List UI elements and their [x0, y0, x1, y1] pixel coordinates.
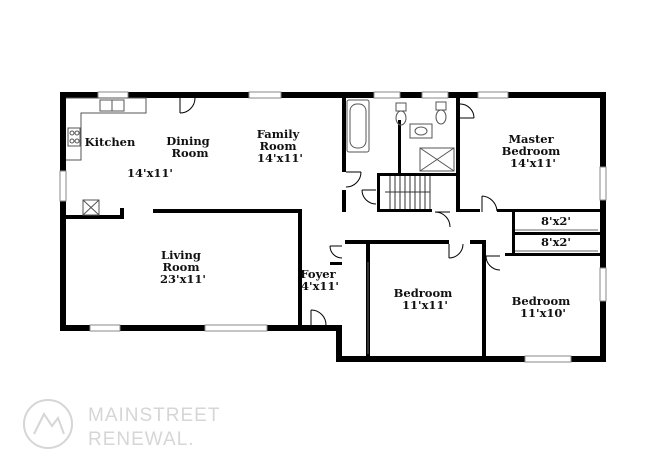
wall-foyer-step [336, 325, 342, 362]
window-bath-top [373, 91, 401, 99]
wall-bed2-top-right [470, 240, 486, 244]
wall-left [60, 92, 66, 331]
toilet-2 [435, 101, 447, 125]
watermark-logo-icon [23, 399, 73, 449]
family-dimensions: 14'x11' [257, 151, 303, 165]
master-dimensions: 14'x11' [510, 156, 556, 170]
door-front [310, 309, 327, 326]
wall-bath-right [456, 98, 460, 212]
room-labels: Kitchen Dining Room 14'x11' Family Room … [85, 127, 575, 320]
window-kitchen-left [59, 170, 67, 202]
window-living-bottom1 [89, 324, 121, 332]
label-closet-2: 8'x2' [541, 235, 571, 249]
wall-closet-bottom [505, 253, 600, 256]
window-bed3-right [599, 267, 607, 302]
living-dimensions: 23'x11' [160, 272, 206, 286]
kitchen-title: Kitchen [85, 135, 136, 149]
wall-kitchen-stub [120, 208, 124, 219]
family-title: Family [257, 127, 300, 141]
refrigerator [82, 199, 100, 216]
wall-top [60, 92, 606, 98]
fixtures [66, 97, 455, 216]
window-family-top [248, 91, 282, 99]
wall-closet-divider [512, 232, 600, 235]
wall-bath-divider [398, 120, 401, 173]
wall-bath-left-lower [342, 190, 346, 212]
wall-bath-left [342, 98, 346, 172]
wall-stair-left [377, 173, 380, 212]
sink-1 [409, 123, 433, 139]
watermark: MAINSTREET RENEWAL. [23, 399, 220, 450]
closet-1-dimensions: 8'x2' [541, 214, 571, 228]
label-foyer: Foyer 4'x11' [300, 267, 339, 293]
wall-bottom-right [338, 356, 606, 362]
door-dining-exterior [179, 97, 196, 114]
bedroom-3-title: Bedroom [512, 294, 571, 308]
window-master-right [599, 166, 607, 201]
door-bedroom3 [485, 255, 501, 271]
bedroom-2-title: Bedroom [394, 286, 453, 300]
doors [179, 97, 598, 354]
bedroom-2-dimensions: 11'x11' [402, 298, 448, 312]
exterior-walls [60, 92, 606, 362]
wall-right [600, 92, 606, 362]
foyer-dimensions: 4'x11' [301, 279, 339, 293]
watermark-line-2: RENEWAL. [88, 429, 195, 450]
door-foyer-closet [329, 245, 343, 259]
bedroom-3-dimensions: 11'x10' [520, 306, 566, 320]
wall-stair-bottom [377, 209, 432, 212]
window-kitchen-top [97, 91, 129, 99]
closet-sliders [367, 229, 598, 354]
master-subtitle: Bedroom [502, 144, 561, 158]
door-stair [361, 189, 377, 205]
dining-title: Dining [166, 134, 209, 148]
wall-kitchen-living [66, 215, 124, 219]
wall-foyer-closet [330, 262, 342, 265]
bathtub [346, 99, 370, 153]
window-living-bottom2 [204, 324, 268, 332]
wall-living-foyer [298, 209, 302, 325]
label-living: Living Room 23'x11' [160, 248, 206, 286]
living-subtitle: Room [162, 260, 199, 274]
label-kitchen: Kitchen [85, 135, 136, 149]
door-master [481, 195, 498, 212]
label-bedroom-2: Bedroom 11'x11' [394, 286, 457, 312]
windows [59, 91, 607, 363]
staircase [385, 176, 431, 209]
label-master: Master Bedroom 14'x11' [502, 132, 565, 170]
wall-dining-living [153, 209, 302, 213]
wall-bottom-left [60, 325, 336, 331]
label-bedroom-3: Bedroom 11'x10' [512, 294, 575, 320]
label-closet-1: 8'x2' [541, 214, 571, 228]
door-hall-closet [434, 211, 451, 228]
window-master-top [477, 91, 509, 99]
wall-stair-top [377, 173, 457, 176]
label-family: Family Room 14'x11' [257, 127, 304, 165]
door-bedroom2 [448, 243, 464, 259]
wall-bed2-top [345, 240, 449, 244]
master-title: Master [508, 132, 554, 146]
wall-closet-left [512, 209, 515, 256]
shower [419, 147, 455, 172]
wall-master-bottom [497, 209, 600, 212]
window-bed3-bottom [524, 355, 572, 363]
kitchen-dining-dimensions: 14'x11' [127, 166, 173, 180]
watermark-line-1: MAINSTREET [88, 405, 220, 426]
foyer-title: Foyer [300, 267, 336, 281]
closet-2-dimensions: 8'x2' [541, 235, 571, 249]
toilet-1 [395, 102, 407, 126]
door-bath [345, 171, 362, 188]
label-dining: Dining Room [166, 134, 214, 160]
label-kitchen-dining-size: 14'x11' [127, 166, 173, 180]
living-title: Living [161, 248, 201, 262]
dining-subtitle: Room [171, 146, 208, 160]
window-bath2-top [421, 91, 449, 99]
door-bath2 [459, 103, 475, 119]
wall-bed2-bed3 [482, 240, 486, 362]
family-subtitle: Room [259, 139, 296, 153]
kitchen-counter [66, 97, 147, 161]
wall-hall-master [456, 209, 480, 212]
